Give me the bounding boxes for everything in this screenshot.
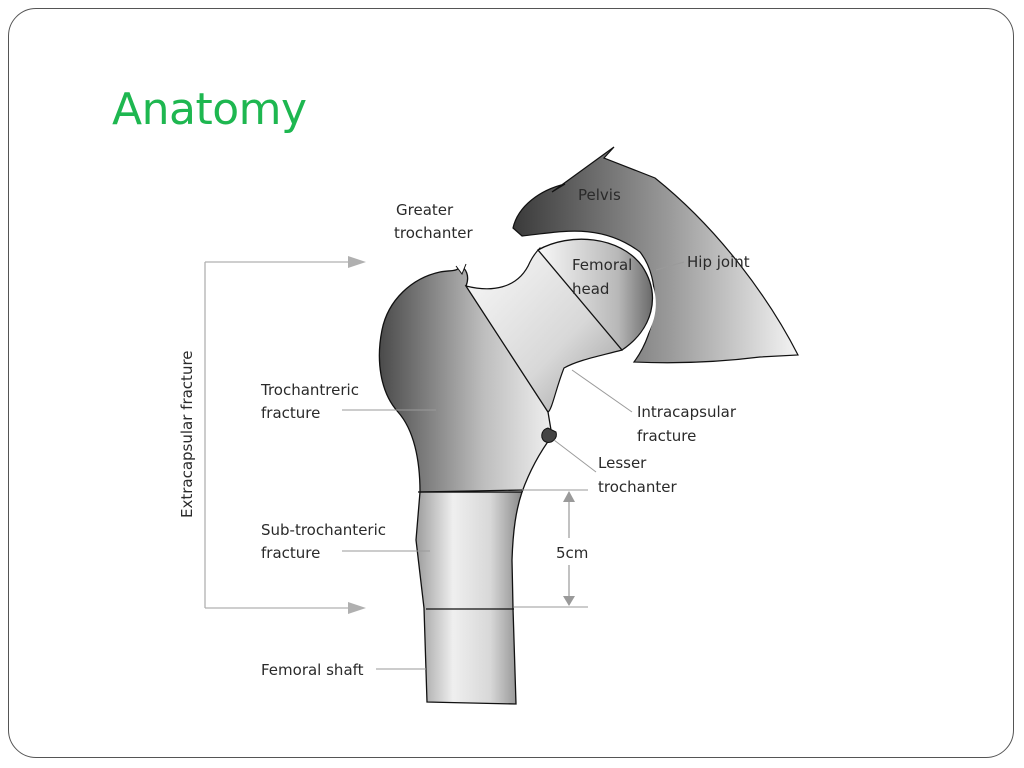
label-lesser-trochanter: Lesser trochanter — [598, 454, 677, 496]
lesser-trochanter-shape — [541, 427, 557, 443]
label-sub-trochanteric-fracture: Sub-trochanteric fracture — [261, 521, 391, 562]
femoral-head-shape — [536, 238, 654, 351]
label-trochantreric-fracture: Trochantreric fracture — [260, 381, 364, 422]
trochanter-notch — [455, 263, 467, 276]
slide-title: Anatomy — [112, 84, 307, 135]
measure-arrow-up — [563, 491, 575, 502]
label-pelvis: Pelvis — [578, 186, 621, 204]
leader-hip-joint — [655, 261, 685, 271]
label-hip-joint: Hip joint — [687, 253, 750, 271]
label-greater-trochanter: Greater trochanter — [394, 201, 473, 242]
pelvis-shape — [512, 146, 799, 364]
leader-intracapsular — [571, 369, 633, 413]
measure-arrow-down — [563, 596, 575, 606]
femoral-shaft-shape — [415, 491, 523, 705]
bracket-bottom-arrowhead — [348, 602, 366, 614]
label-5cm: 5cm — [556, 544, 588, 562]
bracket-top-arrowhead — [348, 256, 366, 268]
label-extracapsular-fracture: Extracapsular fracture — [178, 350, 196, 518]
label-femoral-shaft: Femoral shaft — [261, 661, 364, 679]
femoral-neck-shape — [464, 247, 624, 413]
label-femoral-head: Femoral head — [572, 256, 637, 298]
leader-lesser-trochanter — [553, 439, 597, 473]
label-intracapsular-fracture: Intracapsular fracture — [637, 403, 741, 445]
sub-trochanteric-upper-line — [417, 489, 525, 493]
